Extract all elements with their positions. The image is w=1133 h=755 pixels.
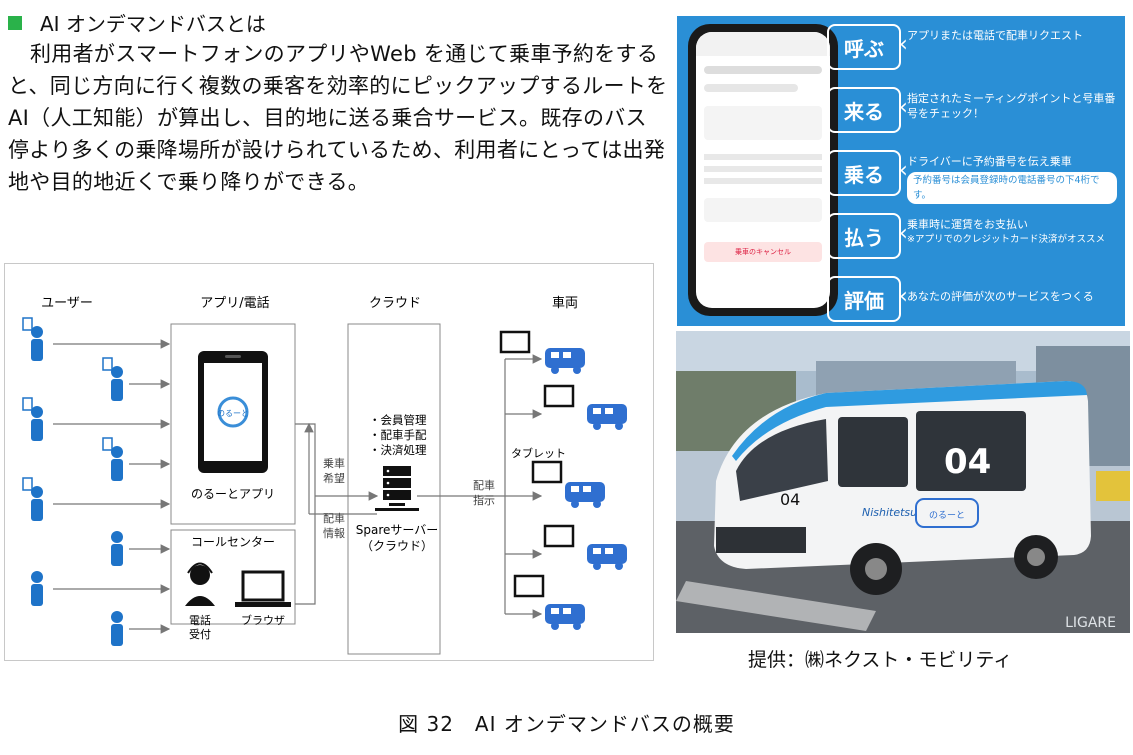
dispatch-info-label-2: 情報 (323, 527, 345, 540)
phone-screen: 乗車のキャンセル (696, 32, 830, 308)
section-heading-text: AI オンデマンドバスとは (40, 12, 266, 36)
tablet-label: タブレット (511, 446, 566, 460)
cancel-ride-button[interactable]: 乗車のキャンセル (704, 242, 822, 262)
user-icon (111, 611, 123, 646)
steps-list: 呼ぶ ‹ アプリまたは電話で配車リクエスト 来る ‹ 指定されたミーティングポイ… (827, 24, 1117, 339)
step-verb: 乗る (827, 150, 901, 196)
user-icon (22, 317, 43, 361)
tablet-bus-icon (543, 524, 627, 570)
step-rate: 評価 ‹ あなたの評価が次のサービスをつくる (827, 276, 1117, 326)
call-center-box (170, 529, 296, 625)
dispatch-info-label-1: 配車 (323, 511, 345, 525)
step-arrive: 来る ‹ 指定されたミーティングポイントと号車番号をチェック！ (827, 87, 1117, 137)
operator-icon (185, 562, 215, 606)
brace-icon: ‹ (899, 32, 908, 57)
app-label: のるーとアプリ (191, 487, 275, 501)
green-square-bullet-icon (8, 15, 22, 30)
smartphone-mockup: 乗車のキャンセル (688, 24, 838, 316)
cloud-item-payment: ・決済処理 (369, 443, 427, 457)
user-arrows (53, 339, 171, 634)
cloud-item-member: ・会員管理 (369, 413, 427, 427)
user-icon (31, 571, 43, 606)
tablet-bus-icon (513, 574, 585, 630)
tablet-bus-icon (543, 384, 627, 430)
phone-reception-label-1: 電話 (189, 613, 211, 627)
server-icon (375, 466, 419, 511)
step-board: 乗る ‹ ドライバーに予約番号を伝え乗車 予約番号は会員登録時の電話番号の下4桁… (827, 150, 1117, 204)
step-desc-main: 乗車時に運賃をお支払い (907, 218, 1028, 231)
step-desc: あなたの評価が次のサービスをつくる (907, 290, 1094, 303)
user-icon (111, 531, 123, 566)
step-desc-main: ドライバーに予約番号を伝え乗車 (907, 155, 1072, 168)
cloud-item-dispatch: ・配車手配 (369, 428, 427, 442)
user-icon (22, 477, 43, 521)
brace-icon: ‹ (899, 284, 908, 309)
step-pay: 払う ‹ 乗車時に運賃をお支払い ※アプリでのクレジットカード決済がオススメ (827, 213, 1117, 263)
column-title-user: ユーザー (41, 296, 93, 311)
brace-icon: ‹ (899, 221, 908, 246)
step-call: 呼ぶ ‹ アプリまたは電話で配車リクエスト (827, 24, 1117, 74)
bus-photo: 04 04 Nishitetsu のるーと LIGARE (676, 331, 1130, 633)
tablet-bus-icon (499, 330, 585, 374)
vehicle-icons (499, 330, 627, 630)
step-desc: 指定されたミーティングポイントと号車番号をチェック！ (907, 92, 1116, 120)
user-icon (102, 437, 123, 481)
server-label-2: （クラウド） (361, 539, 433, 553)
photo-watermark: LIGARE (1065, 615, 1116, 631)
tablet-bus-icon (531, 460, 605, 508)
app-cloud-connectors (295, 422, 379, 605)
app-usage-panel: 乗車のキャンセル 呼ぶ ‹ アプリまたは電話で配車リクエスト 来る ‹ 指定され… (677, 16, 1125, 326)
dispatch-cmd-label-2: 指示 (473, 493, 495, 507)
smartphone-icon: のるーと (198, 351, 268, 473)
browser-label: ブラウザ (241, 613, 285, 627)
bus-number-front: 04 (780, 490, 800, 509)
call-center-label: コールセンター (191, 535, 275, 549)
step-verb: 評価 (827, 276, 901, 322)
request-label-1: 乗車 (323, 456, 345, 470)
server-label-1: Spareサーバー (356, 523, 439, 537)
step-note: ※アプリでのクレジットカード決済がオススメ (907, 234, 1105, 245)
app-logo-text: のるーと (217, 409, 249, 418)
photo-credit: 提供：㈱ネクスト・モビリティ (748, 649, 1013, 671)
cloud-box (347, 323, 441, 655)
bus-number-side: 04 (944, 442, 991, 482)
bus-brand: Nishitetsu (862, 506, 917, 519)
section-heading: AI オンデマンドバスとは (8, 8, 266, 37)
brace-icon: ‹ (899, 158, 908, 183)
step-verb: 払う (827, 213, 901, 259)
cloud-vehicle-connectors (417, 354, 543, 619)
step-desc: アプリまたは電話で配車リクエスト (907, 29, 1083, 42)
step-verb: 呼ぶ (827, 24, 901, 70)
section-body: 利用者がスマートフォンのアプリやWeb を通じて乗車予約をすると、同じ方向に行く… (8, 42, 668, 194)
column-title-app: アプリ/電話 (200, 295, 269, 311)
brace-icon: ‹ (899, 95, 908, 120)
system-diagram: ユーザー アプリ/電話 クラウド 車両 のるーと のるーとアプリ コールセンター… (4, 263, 654, 661)
laptop-icon (235, 570, 291, 607)
column-title-vehicle: 車両 (552, 296, 578, 311)
column-title-cloud: クラウド (369, 296, 421, 311)
diagram-svg: ユーザー アプリ/電話 クラウド 車両 のるーと のるーとアプリ コールセンター… (22, 295, 627, 655)
bus-logo-decal (915, 498, 979, 528)
user-icons (22, 317, 123, 646)
request-label-2: 希望 (323, 471, 345, 485)
step-desc: ドライバーに予約番号を伝え乗車 予約番号は会員登録時の電話番号の下4桁です。 (907, 154, 1117, 204)
bus-photo-svg: 04 04 Nishitetsu のるーと LIGARE (676, 331, 1130, 633)
bus-logo-text: のるーと (929, 510, 965, 521)
phone-reception-label-2: 受付 (189, 628, 211, 641)
step-verb: 来る (827, 87, 901, 133)
step-desc: 乗車時に運賃をお支払い ※アプリでのクレジットカード決済がオススメ (907, 217, 1105, 247)
user-icon (102, 357, 123, 401)
user-icon (22, 397, 43, 441)
dispatch-cmd-label-1: 配車 (473, 478, 495, 492)
figure-caption: 図 32 AI オンデマンドバスの概要 (398, 712, 735, 736)
step-note-badge: 予約番号は会員登録時の電話番号の下4桁です。 (907, 172, 1117, 204)
